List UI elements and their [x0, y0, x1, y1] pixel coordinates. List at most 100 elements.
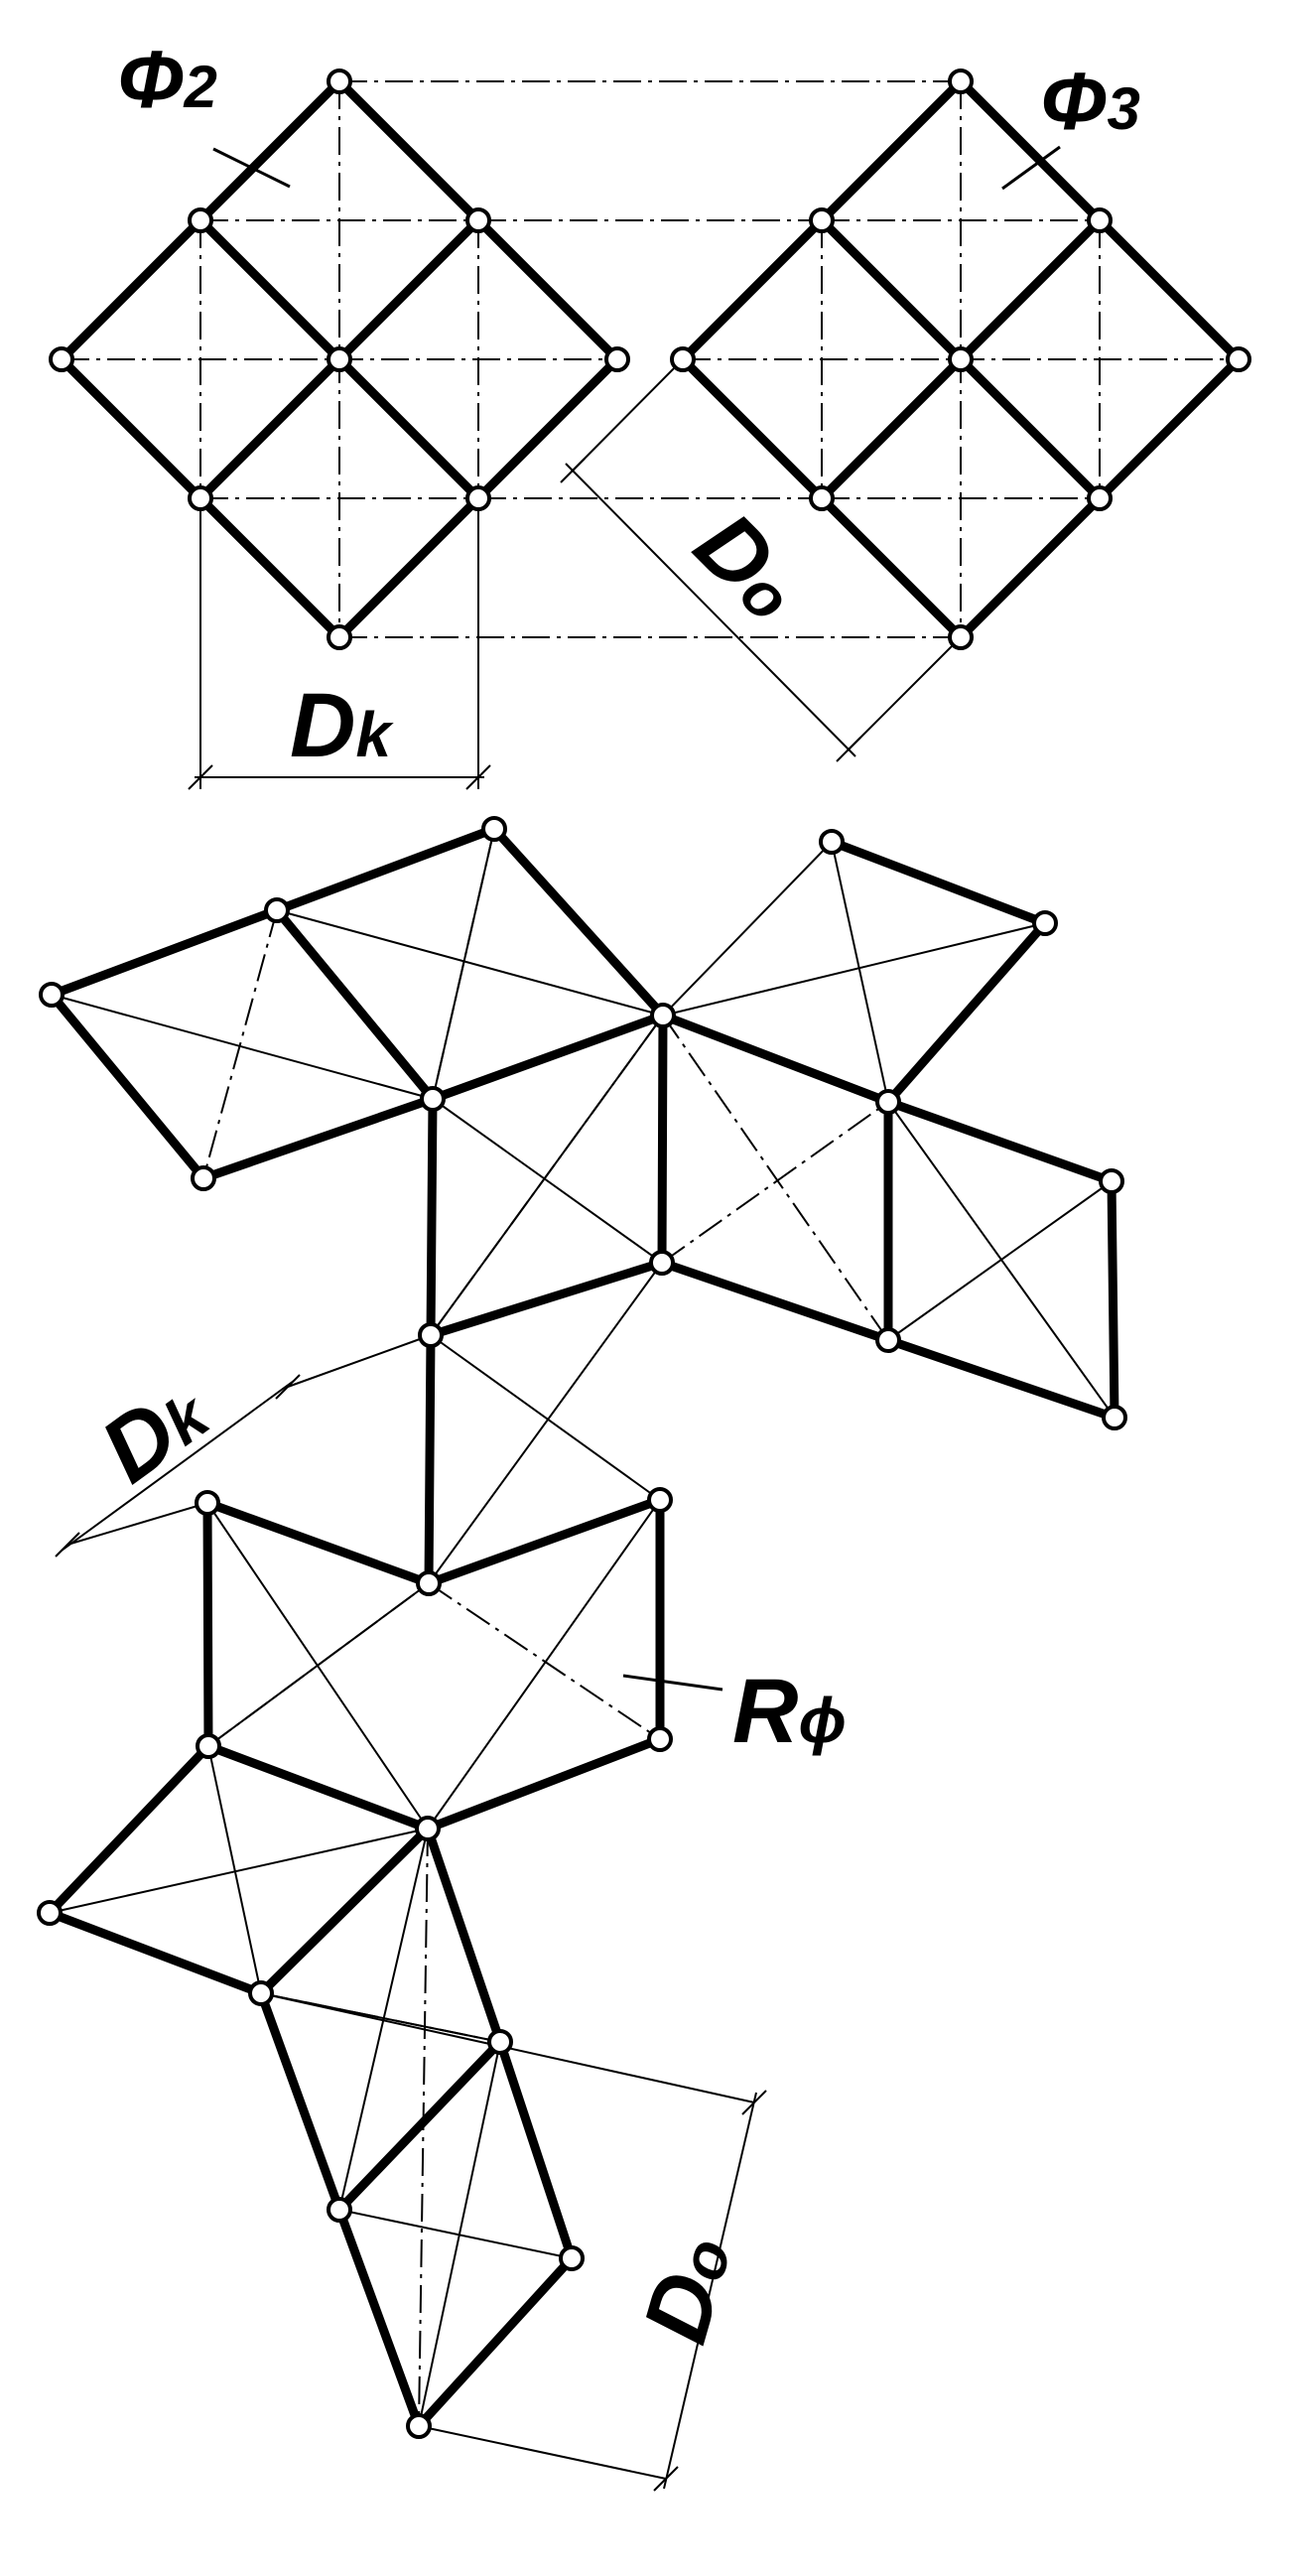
net-edge: [47, 990, 208, 1183]
net-node: [415, 1816, 441, 1841]
net-edge: [272, 905, 438, 1104]
net-fold-line: [662, 841, 833, 1017]
net-node: [649, 1250, 675, 1276]
net-dash-dot-line: [428, 1582, 661, 1740]
net-edge: [883, 1335, 1119, 1423]
net-node: [559, 2245, 585, 2271]
phi3-lattice-edge: [1095, 354, 1244, 503]
net-fold-line: [418, 2041, 501, 2427]
net-fold-line: [887, 1180, 1113, 1341]
do-top-tick-a: [560, 458, 586, 483]
phi3-lattice-node: [809, 485, 835, 511]
phi3-lattice-edge: [817, 354, 966, 503]
net-edge: [256, 1824, 433, 1998]
net-fold-line: [276, 909, 664, 1017]
phi2-lattice-edge: [196, 76, 344, 225]
net-node: [875, 1327, 901, 1353]
phi3-lattice-edge: [817, 76, 966, 225]
net-node: [191, 1165, 216, 1191]
leader-lines: [212, 145, 1061, 1692]
net-node: [196, 1733, 221, 1759]
phi3-lattice-node: [948, 346, 974, 372]
net-node: [416, 1570, 442, 1596]
net-edge: [334, 2037, 505, 2215]
net-node: [819, 829, 845, 855]
net-dash-dot-line: [432, 828, 495, 1100]
net-node: [1032, 910, 1058, 936]
net-edge: [428, 1011, 668, 1104]
net-node: [39, 982, 65, 1008]
net-fold-line: [831, 841, 889, 1103]
net-dash-dot-line: [260, 1992, 501, 2043]
net-fold-line: [338, 2209, 573, 2259]
net-edge: [45, 1908, 266, 1998]
net-node: [406, 2413, 432, 2439]
net-edge: [424, 1495, 665, 1588]
label-phi3: Φ3: [1040, 57, 1140, 147]
phi2-lattice-edge: [334, 215, 483, 364]
phi2-lattice-edge: [334, 76, 483, 225]
phi3-lattice-edge: [956, 76, 1105, 225]
net-fold-line: [49, 1828, 429, 1914]
net-node: [248, 1980, 274, 2006]
phi3-leader: [1001, 145, 1061, 191]
label-do-bottom: Do: [624, 2225, 750, 2354]
net-node: [327, 2197, 352, 2223]
dk-bottom-dimension-line: [61, 1380, 295, 1552]
do-bottom-dimension-line: [663, 2092, 757, 2490]
net-edge: [657, 1258, 893, 1345]
net-node: [1102, 1405, 1127, 1430]
do-top-tick-b: [836, 737, 861, 762]
net-edge: [1107, 1176, 1119, 1423]
phi2-lattice-edge: [334, 493, 483, 642]
phi2-lattice-edge: [473, 215, 622, 364]
net-edge: [45, 1741, 213, 1918]
net-edge: [414, 2253, 577, 2431]
phi3-lattice-node: [670, 346, 696, 372]
do-top-extension-b: [848, 636, 962, 750]
phi3-lattice-edge: [956, 215, 1105, 364]
net-edge: [256, 1988, 344, 2215]
dk-bottom-tick-b: [275, 1374, 301, 1400]
net-edge: [272, 824, 499, 915]
net-node: [875, 1089, 901, 1115]
phi3-lattice-node: [1087, 207, 1113, 233]
phi2-lattice-node: [327, 68, 352, 94]
net-edge: [202, 1498, 434, 1588]
net-edge: [657, 1011, 668, 1268]
net-node: [37, 1900, 63, 1926]
phi3-lattice-edge: [956, 354, 1105, 503]
net-edge: [202, 1498, 213, 1751]
phi3-lattice-node: [1226, 346, 1251, 372]
net-edge: [424, 1330, 436, 1588]
dk-top-tick-right: [465, 764, 491, 790]
phi3-lattice-node: [809, 207, 835, 233]
label-dk-bottom: Dk: [83, 1359, 227, 1503]
dk-top-tick-left: [188, 764, 213, 790]
net-fold-line: [207, 1745, 262, 1994]
thin-lines: [49, 828, 1116, 2427]
do-top-extension-a: [572, 358, 684, 472]
phi3-lattice-edge: [1095, 215, 1244, 364]
net-fold-line: [430, 1334, 661, 1501]
net-node: [418, 1322, 444, 1348]
phi2-lattice-node: [465, 207, 491, 233]
phi2-lattice-edge: [473, 354, 622, 503]
phi3-lattice-edge: [956, 493, 1105, 642]
net-node: [264, 897, 290, 923]
net-edge: [883, 1097, 1116, 1186]
phi3-lattice-edge: [678, 215, 827, 364]
phi3-lattice-edge: [817, 493, 966, 642]
rphi-leader: [622, 1674, 723, 1692]
nodes: [37, 68, 1251, 2439]
net-node: [195, 1490, 220, 1516]
label-phi2: Φ2: [117, 35, 217, 125]
dk-bottom-extension-b: [287, 1334, 432, 1388]
net-edge: [658, 1011, 893, 1107]
net-fold-line: [338, 1828, 429, 2211]
phi2-lattice-edge: [196, 354, 344, 503]
do-bottom-tick-b: [653, 2466, 679, 2492]
net-dash-dot-line: [430, 1015, 664, 1336]
net-edge: [495, 2037, 577, 2263]
